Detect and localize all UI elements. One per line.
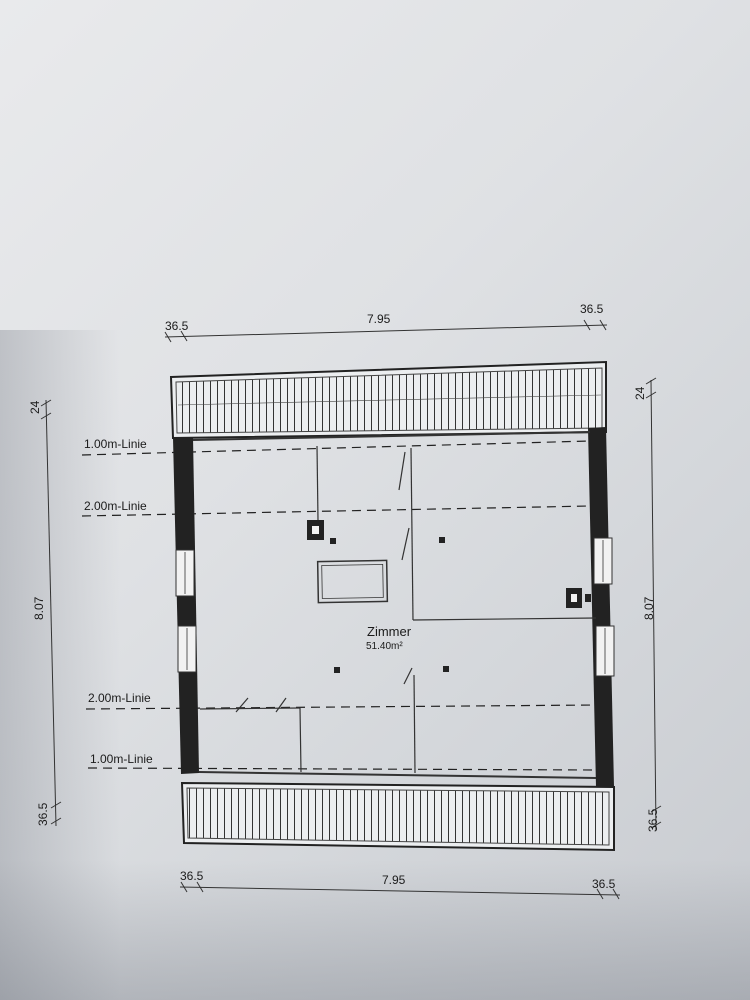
dim-right-center: 8.07 [642,596,656,620]
room-name: Zimmer [367,624,412,639]
dim-top-center: 7.95 [367,312,391,326]
label-line-1m-top: 1.00m-Linie [84,437,147,451]
left-dimension: 24 8.07 36.5 [28,399,62,827]
dim-right-bottom: 36.5 [646,808,660,832]
label-line-1m-bottom: 1.00m-Linie [90,752,153,766]
height-lines: 1.00m-Linie 2.00m-Linie 2.00m-Linie 1.00… [81,437,599,771]
outer-walls [173,427,614,787]
chimney-right [566,588,591,608]
dim-top-left: 36.5 [165,319,189,333]
interior-lines [199,445,597,774]
dim-left-bottom: 36.5 [36,802,50,826]
right-dimension: 24 8.07 36.5 [633,377,662,832]
dim-bottom-center: 7.95 [382,873,406,887]
windows [175,537,615,677]
roof-overhang-bottom [180,781,615,852]
dim-top-right: 36.5 [580,302,604,316]
dim-left-top: 24 [28,400,42,414]
dim-left-center: 8.07 [32,596,46,620]
roof-overhang-top [169,360,607,440]
chimney-left [307,520,324,540]
dim-right-top: 24 [633,386,647,400]
top-dimension: 36.5 7.95 36.5 [164,302,608,343]
label-line-2m-bottom: 2.00m-Linie [88,691,151,705]
label-line-2m-top: 2.00m-Linie [84,499,147,513]
room-area: 51.40m² [366,641,403,652]
dim-bottom-left: 36.5 [180,869,204,883]
skylight [316,559,389,604]
markers [330,537,449,673]
bottom-dimension: 36.5 7.95 36.5 [179,869,621,900]
dim-bottom-right: 36.5 [592,877,616,891]
